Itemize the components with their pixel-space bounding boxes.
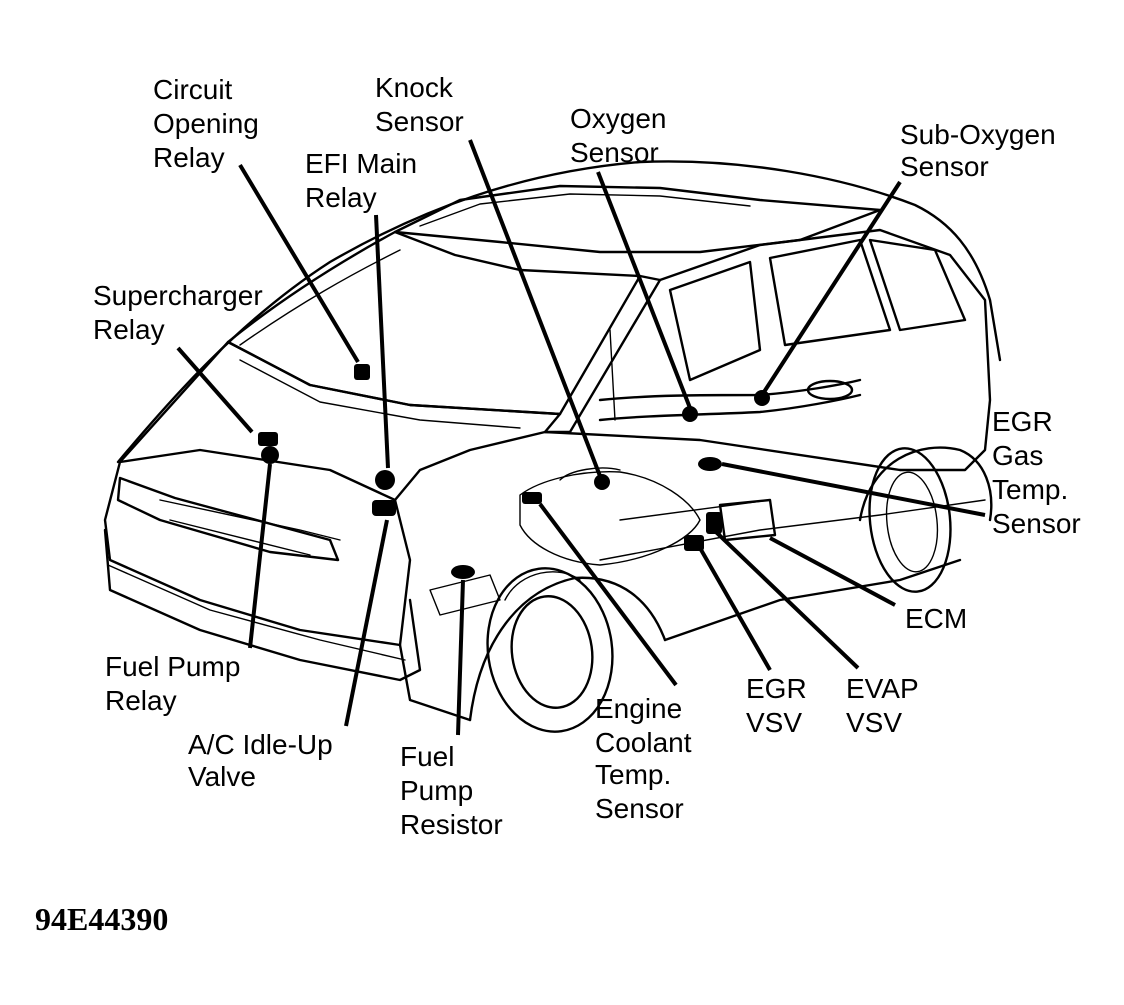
oxygen-sensor-marker	[682, 406, 698, 422]
label-ac-idle-up-valve: A/C Idle-Up Valve	[188, 729, 341, 792]
knock-sensor-marker	[594, 474, 610, 490]
label-sub-oxygen-sensor: Sub-Oxygen Sensor	[900, 119, 1063, 182]
leader-knock-sensor	[468, 139, 602, 477]
egr-vsv-marker	[684, 535, 704, 551]
callout-labels: Circuit Opening Relay Knock Sensor EFI M…	[93, 72, 1081, 840]
leader-lines	[176, 139, 986, 736]
label-evap-vsv: EVAP VSV	[846, 673, 926, 738]
leader-ac-idle-up-valve	[344, 519, 389, 727]
label-knock-sensor: Knock Sensor	[375, 72, 464, 137]
egr-gas-temp-sensor-marker	[698, 457, 722, 471]
label-egr-vsv: EGR VSV	[746, 673, 814, 738]
leader-sub-oxygen-sensor	[762, 180, 902, 394]
leader-egr-gas-temp-sensor	[721, 462, 986, 517]
leader-efi-main-relay	[374, 214, 390, 469]
label-oxygen-sensor: Oxygen Sensor	[570, 103, 674, 168]
label-supercharger-relay: Supercharger Relay	[93, 280, 270, 345]
fuel-pump-relay-marker	[261, 446, 279, 464]
leader-egr-vsv	[698, 547, 772, 671]
leader-fuel-pump-relay	[248, 463, 272, 649]
evap-vsv-marker	[706, 512, 722, 534]
label-circuit-opening-relay: Circuit Opening Relay	[153, 74, 267, 173]
label-engine-coolant-temp-sensor: Engine Coolant Temp. Sensor	[595, 693, 699, 824]
label-efi-main-relay: EFI Main Relay	[305, 148, 425, 213]
fuel-pump-resistor-marker	[451, 565, 475, 579]
leader-oxygen-sensor	[596, 171, 692, 409]
leader-engine-coolant-temp-sensor	[538, 502, 678, 687]
efi-main-relay-marker	[375, 470, 395, 490]
supercharger-relay-marker	[258, 432, 278, 446]
figure-id: 94E44390	[35, 901, 168, 937]
label-ecm: ECM	[905, 603, 967, 634]
component-markers	[258, 364, 770, 579]
leader-fuel-pump-resistor	[456, 579, 465, 736]
leader-circuit-opening-relay	[238, 163, 360, 364]
circuit-opening-relay-marker	[354, 364, 370, 380]
leader-supercharger-relay	[176, 346, 254, 434]
label-egr-gas-temp-sensor: EGR Gas Temp. Sensor	[992, 406, 1081, 539]
engine-coolant-temp-sensor-marker	[522, 492, 542, 504]
sub-oxygen-sensor-marker	[754, 390, 770, 406]
ac-idle-up-valve-marker	[372, 500, 396, 516]
leader-ecm	[769, 536, 896, 607]
leader-evap-vsv	[714, 530, 860, 670]
label-fuel-pump-resistor: Fuel Pump Resistor	[400, 741, 503, 840]
label-fuel-pump-relay: Fuel Pump Relay	[105, 651, 248, 716]
